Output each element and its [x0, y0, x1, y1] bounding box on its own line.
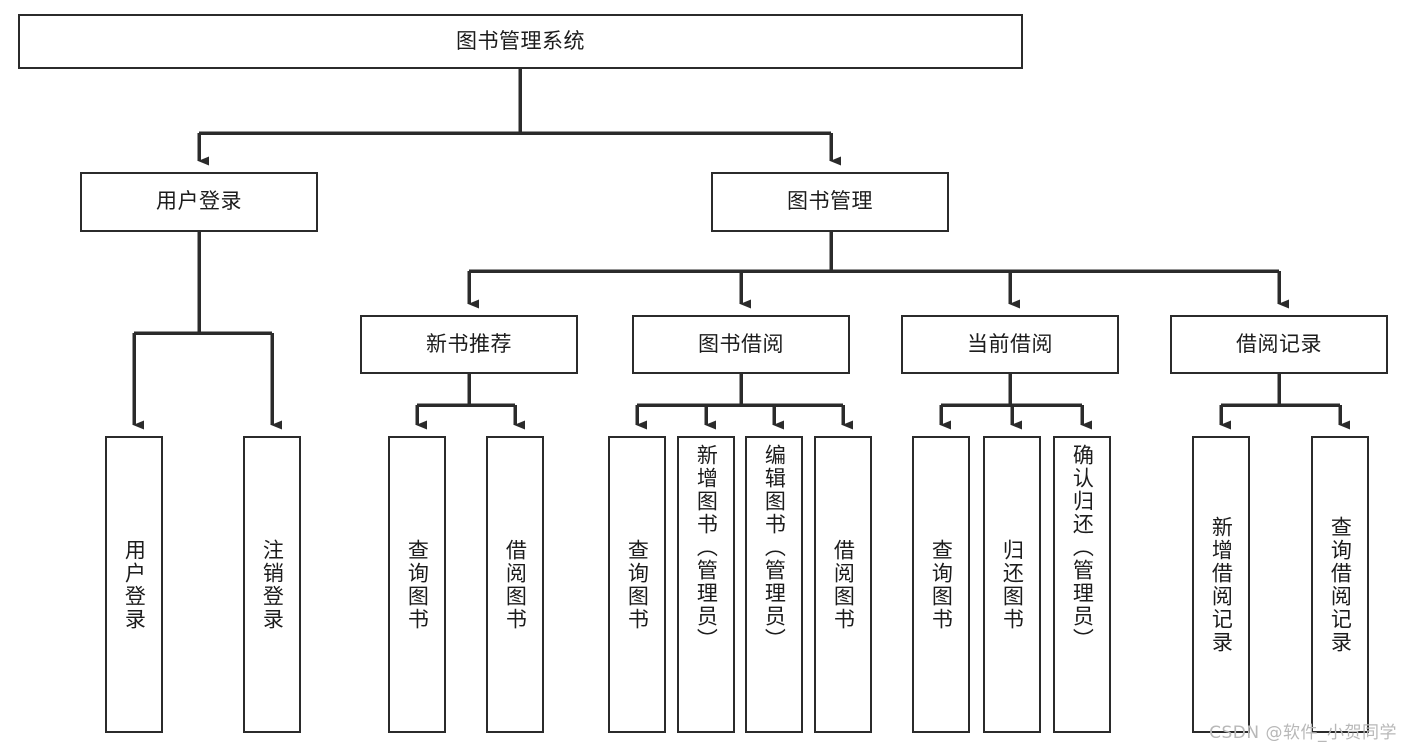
node-root-label: 图书管理系统: [456, 28, 585, 53]
node-leaf-return-book[interactable]: 归还图书: [983, 436, 1041, 733]
node-leaf-query-book-2[interactable]: 查询图书: [608, 436, 666, 733]
node-leaf-query-book-3[interactable]: 查询图书: [912, 436, 970, 733]
node-leaf-user-logout[interactable]: 注销登录: [243, 436, 301, 733]
node-leaf-query-book-3-label: 查询图书: [929, 538, 954, 631]
node-leaf-borrow-book-1[interactable]: 借阅图书: [486, 436, 544, 733]
node-borrow-record-label: 借阅记录: [1236, 331, 1322, 356]
node-leaf-borrow-book-2-label: 借阅图书: [831, 538, 856, 631]
node-leaf-user-login[interactable]: 用户登录: [105, 436, 163, 733]
node-leaf-edit-book[interactable]: 编辑图书（管理员）: [745, 436, 803, 733]
node-leaf-add-borrow-record[interactable]: 新增借阅记录: [1192, 436, 1250, 733]
node-leaf-borrow-book-2[interactable]: 借阅图书: [814, 436, 872, 733]
node-book-borrow-label: 图书借阅: [698, 331, 784, 356]
node-user-login[interactable]: 用户登录: [80, 172, 318, 232]
node-new-book-recommend[interactable]: 新书推荐: [360, 315, 578, 374]
node-new-book-recommend-label: 新书推荐: [426, 331, 512, 356]
node-book-manage[interactable]: 图书管理: [711, 172, 949, 232]
node-leaf-confirm-return-label: 确认归还（管理员）: [1070, 444, 1095, 651]
node-leaf-return-book-label: 归还图书: [1000, 538, 1025, 631]
node-leaf-borrow-book-1-label: 借阅图书: [503, 538, 528, 631]
node-current-borrow[interactable]: 当前借阅: [901, 315, 1119, 374]
node-borrow-record[interactable]: 借阅记录: [1170, 315, 1388, 374]
csdn-watermark: CSDN @软件_小贺同学: [1209, 723, 1397, 743]
node-current-borrow-label: 当前借阅: [967, 331, 1053, 356]
node-user-login-label: 用户登录: [156, 189, 242, 214]
node-root[interactable]: 图书管理系统: [18, 14, 1023, 69]
node-leaf-edit-book-label: 编辑图书（管理员）: [762, 444, 787, 651]
node-leaf-confirm-return[interactable]: 确认归还（管理员）: [1053, 436, 1111, 733]
node-leaf-add-book[interactable]: 新增图书（管理员）: [677, 436, 735, 733]
node-leaf-query-book-1[interactable]: 查询图书: [388, 436, 446, 733]
node-leaf-query-book-1-label: 查询图书: [405, 538, 430, 631]
node-leaf-user-logout-label: 注销登录: [260, 538, 285, 631]
node-leaf-query-borrow-record-label: 查询借阅记录: [1328, 515, 1353, 654]
node-leaf-add-book-label: 新增图书（管理员）: [694, 444, 719, 651]
node-leaf-query-borrow-record[interactable]: 查询借阅记录: [1311, 436, 1369, 733]
node-book-manage-label: 图书管理: [787, 189, 873, 214]
node-leaf-add-borrow-record-label: 新增借阅记录: [1209, 515, 1234, 654]
node-leaf-query-book-2-label: 查询图书: [625, 538, 650, 631]
node-book-borrow[interactable]: 图书借阅: [632, 315, 850, 374]
node-leaf-user-login-label: 用户登录: [122, 538, 147, 631]
